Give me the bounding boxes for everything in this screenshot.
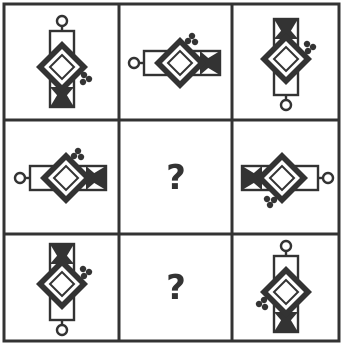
puzzle-figure (12, 128, 112, 228)
figure-dot (78, 153, 84, 159)
figure-dot (80, 78, 86, 84)
grid-cell-r2c3 (234, 122, 338, 233)
figure-dot (86, 75, 92, 81)
grid-cell-r3c2[interactable]: ? (121, 236, 231, 340)
puzzle-figure (12, 13, 112, 113)
figure-circle (281, 100, 291, 110)
figure-dot (267, 201, 273, 207)
figure-dot (86, 269, 92, 275)
grid-cell-r3c3 (234, 236, 338, 340)
figure-circle (57, 325, 67, 335)
figure-dot (304, 40, 310, 46)
figure-circle (323, 173, 333, 183)
figure-dot (262, 304, 268, 310)
missing-figure-mark: ? (166, 271, 186, 305)
figure-dot (75, 147, 81, 153)
figure-dot (71, 152, 77, 158)
figure-dot (189, 32, 195, 38)
puzzle-figure (236, 238, 336, 338)
figure-dot (81, 273, 87, 279)
figure-circle (15, 173, 25, 183)
grid-cell-r2c1 (6, 122, 118, 233)
figure-dot (80, 266, 86, 272)
figure-circle (281, 241, 291, 251)
grid-cell-r1c2 (121, 6, 231, 119)
figure-dot (185, 37, 191, 43)
figure-dot (261, 297, 267, 303)
grid-cell-r1c1 (6, 6, 118, 119)
figure-dot (310, 43, 316, 49)
figure-dot (305, 47, 311, 53)
puzzle-figure (12, 238, 112, 338)
missing-figure-mark: ? (166, 161, 186, 195)
figure-circle (57, 16, 67, 26)
figure-dot (81, 71, 87, 77)
grid-cell-r3c1 (6, 236, 118, 340)
figure-circle (129, 58, 139, 68)
figure-dot (192, 38, 198, 44)
grid-cell-r1c3 (234, 6, 338, 119)
grid-cell-r2c2[interactable]: ? (121, 122, 231, 233)
puzzle-figure (126, 13, 226, 113)
puzzle-figure (236, 128, 336, 228)
figure-dot (264, 195, 270, 201)
figure-dot (271, 196, 277, 202)
figure-dot (256, 301, 262, 307)
puzzle-figure (236, 13, 336, 113)
